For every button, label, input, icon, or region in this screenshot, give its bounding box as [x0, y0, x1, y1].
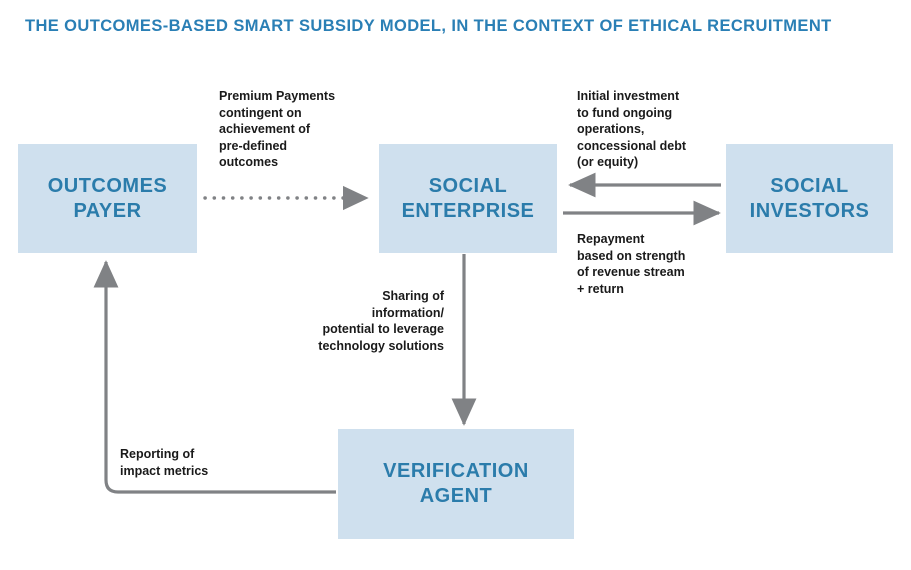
node-outcomes-payer[interactable]: OUTCOMES PAYER [18, 144, 197, 253]
edge-label-investors-to-enterprise: Initial investment to fund ongoing opera… [577, 89, 687, 169]
node-social-investors[interactable]: SOCIAL INVESTORS [726, 144, 893, 253]
edge-label-enterprise-to-verification: Sharing of information/ potential to lev… [318, 289, 444, 353]
edge-label-enterprise-to-investors: Repayment based on strength of revenue s… [577, 232, 686, 296]
node-social-enterprise[interactable]: SOCIAL ENTERPRISE [379, 144, 557, 253]
node-verification-agent-label: VERIFICATION AGENT [383, 460, 529, 507]
node-social-investors-label: SOCIAL INVESTORS [749, 174, 870, 222]
node-outcomes-payer-label: OUTCOMES PAYER [47, 174, 168, 222]
edge-label-verification-to-payer: Reporting of impact metrics [120, 447, 209, 478]
node-social-enterprise-label: SOCIAL ENTERPRISE [401, 174, 535, 222]
page-title: THE OUTCOMES-BASED SMART SUBSIDY MODEL, … [25, 17, 832, 35]
node-verification-agent[interactable]: VERIFICATION AGENT [338, 429, 574, 539]
edge-label-payer-to-enterprise: Premium Payments contingent on achieveme… [219, 89, 336, 169]
